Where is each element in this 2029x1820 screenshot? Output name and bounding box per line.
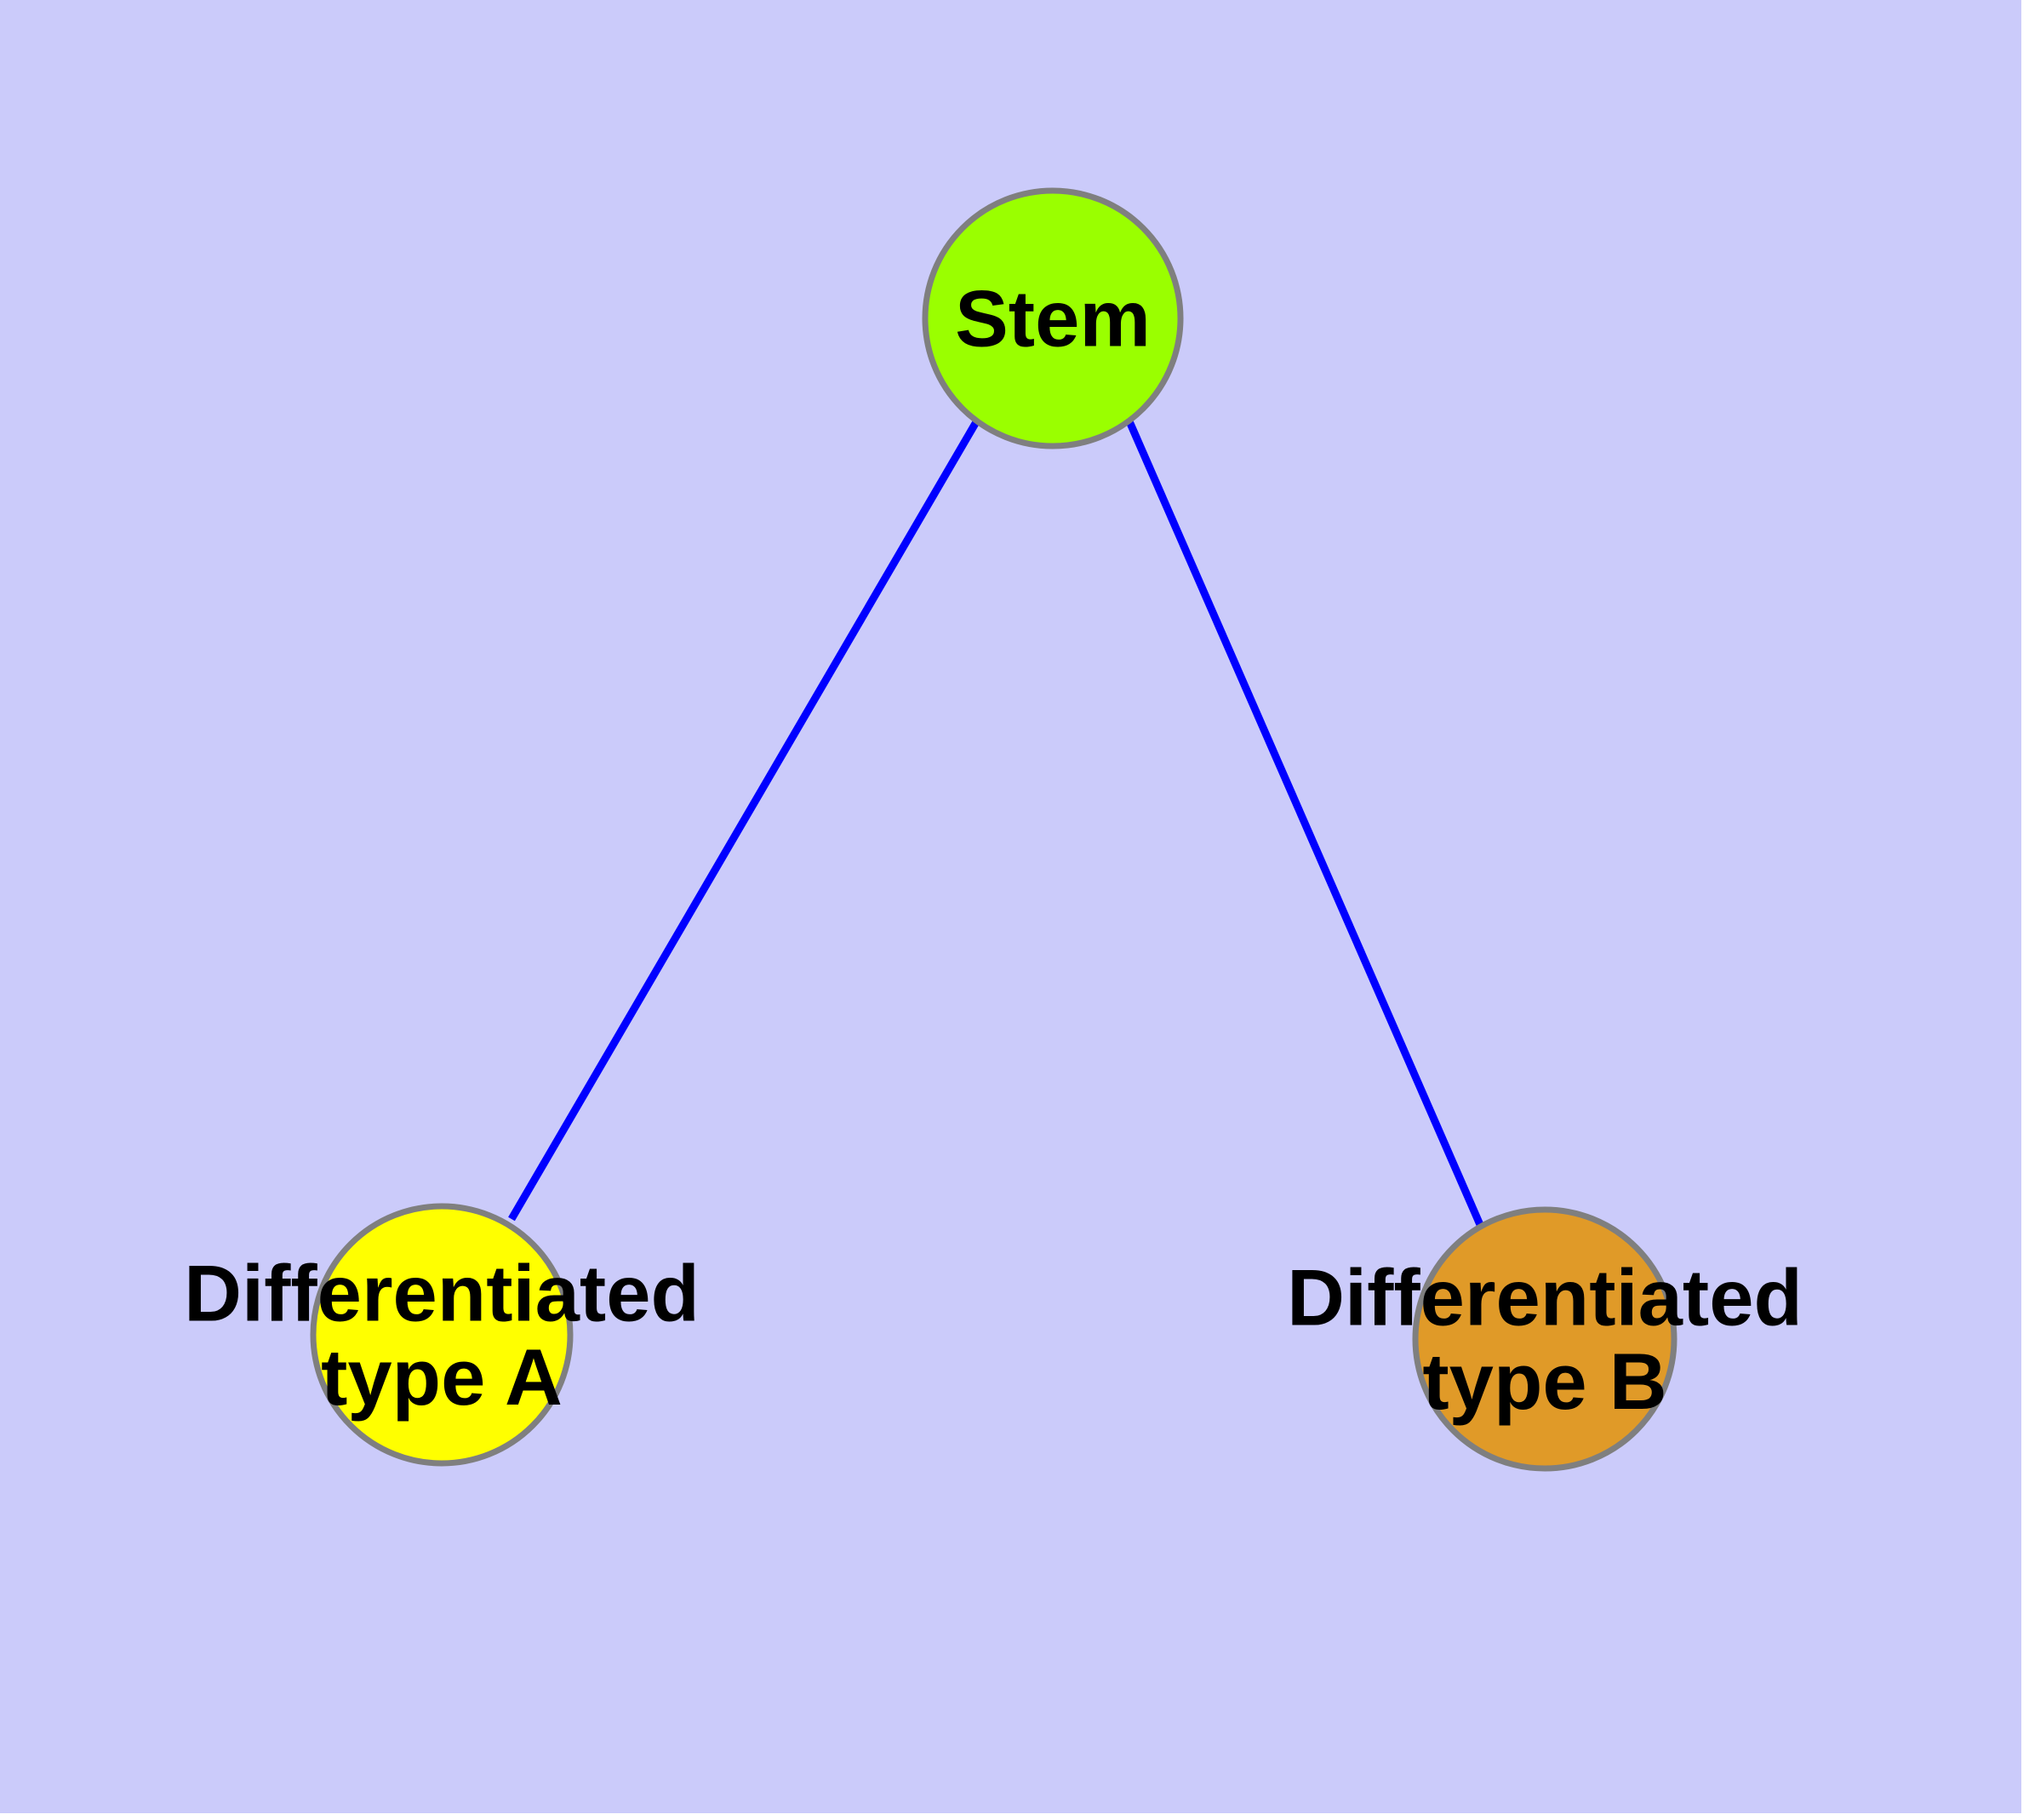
stem-node-circle[interactable] [922,187,1184,449]
edge-stem-to-differentiated-type-b[interactable] [1125,420,1485,1228]
differentiated-type-b-node-circle[interactable] [1412,1206,1677,1472]
edge-stem-to-differentiated-type-a[interactable] [508,418,980,1222]
node-stem[interactable]: Stem [922,187,1184,449]
stem-node-label: Stem [955,274,1151,363]
differentiated-type-a-node-circle[interactable] [310,1203,574,1467]
edges-group [508,418,1485,1228]
